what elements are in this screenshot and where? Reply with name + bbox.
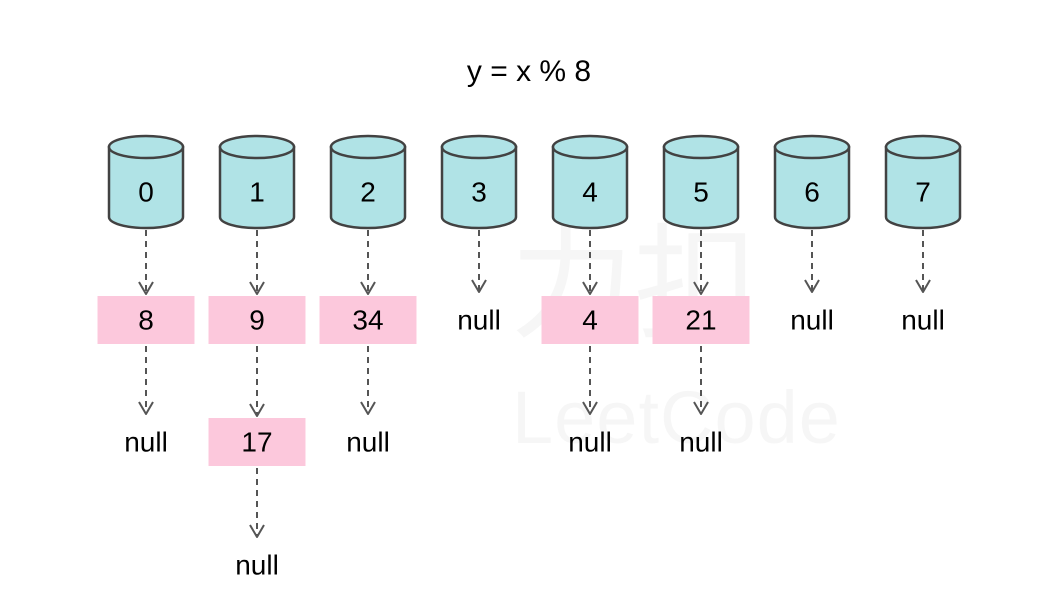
- pointer-arrow: [582, 230, 598, 295]
- null-terminator: null: [679, 427, 723, 458]
- null-terminator: null: [568, 427, 612, 458]
- bucket-index-label: 6: [804, 177, 820, 208]
- chain-node: 17: [208, 418, 306, 466]
- pointer-arrow: [693, 230, 709, 295]
- chain-node-value: 34: [352, 305, 383, 336]
- bucket-index-label: 5: [693, 177, 709, 208]
- bucket-cylinder: 7: [884, 134, 962, 230]
- pointer-arrow: [138, 346, 154, 415]
- chain-node-value: 17: [241, 427, 272, 458]
- bucket-column-5: 5 21 null: [652, 134, 750, 458]
- bucket-cylinder: 6: [773, 134, 851, 230]
- bucket-column-2: 2 34 null: [319, 134, 417, 458]
- bucket-index-label: 3: [471, 177, 487, 208]
- bucket-index-label: 4: [582, 177, 598, 208]
- bucket-cylinder: 3: [440, 134, 518, 230]
- chain-node-value: 4: [582, 305, 598, 336]
- bucket-column-7: 7 null: [884, 134, 962, 336]
- bucket-column-0: 0 8 null: [97, 134, 195, 458]
- pointer-arrow: [138, 230, 154, 295]
- pointer-arrow: [249, 468, 265, 538]
- chain-node: 8: [97, 296, 195, 344]
- bucket-index-label: 1: [249, 177, 265, 208]
- chain-node: 21: [652, 296, 750, 344]
- bucket-cylinder: 1: [218, 134, 296, 230]
- bucket-cylinder: 2: [329, 134, 407, 230]
- pointer-arrow: [249, 230, 265, 295]
- bucket-cylinder: 0: [107, 134, 185, 230]
- pointer-arrow: [804, 230, 820, 293]
- pointer-arrow: [249, 346, 265, 417]
- pointer-arrow: [471, 230, 487, 293]
- chain-node-value: 21: [685, 305, 716, 336]
- null-terminator: null: [124, 427, 168, 458]
- null-terminator: null: [235, 550, 279, 581]
- chain-node-value: 8: [138, 305, 154, 336]
- bucket-index-label: 0: [138, 177, 154, 208]
- bucket-column-6: 6 null: [773, 134, 851, 336]
- null-terminator: null: [457, 305, 501, 336]
- pointer-arrow: [360, 230, 376, 295]
- bucket-cylinder: 5: [662, 134, 740, 230]
- bucket-cylinder: 4: [551, 134, 629, 230]
- chain-node-value: 9: [249, 305, 265, 336]
- pointer-arrow: [582, 346, 598, 415]
- bucket-column-3: 3 null: [440, 134, 518, 336]
- pointer-arrow: [693, 346, 709, 415]
- null-terminator: null: [790, 305, 834, 336]
- pointer-arrow: [915, 230, 931, 293]
- hash-formula-title: y = x % 8: [466, 55, 592, 88]
- chain-node: 34: [319, 296, 417, 344]
- null-terminator: null: [346, 427, 390, 458]
- bucket-index-label: 7: [915, 177, 931, 208]
- chain-node: 9: [208, 296, 306, 344]
- bucket-column-1: 1 9 17 null: [208, 134, 306, 581]
- pointer-arrow: [360, 346, 376, 415]
- bucket-index-label: 2: [360, 177, 376, 208]
- bucket-column-4: 4 4 null: [541, 134, 639, 458]
- chain-node: 4: [541, 296, 639, 344]
- null-terminator: null: [901, 305, 945, 336]
